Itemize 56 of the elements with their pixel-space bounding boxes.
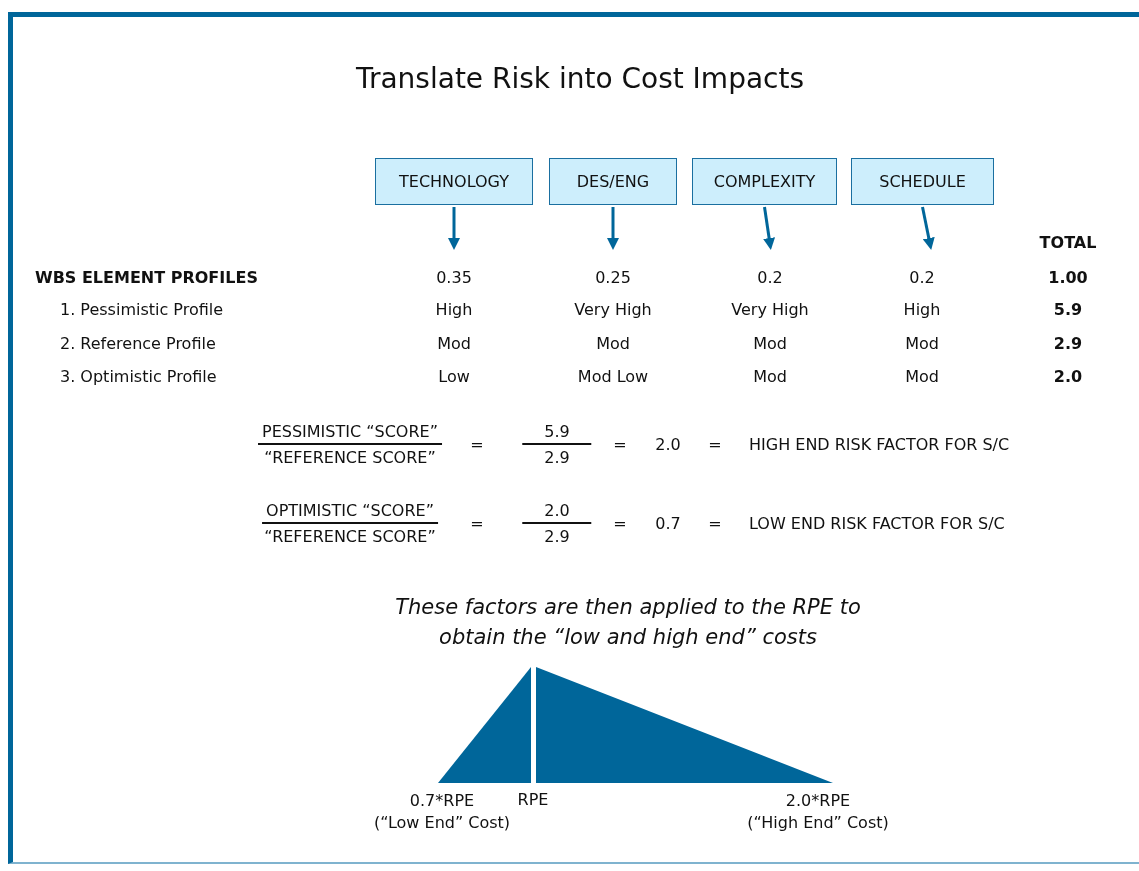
down-arrow (448, 207, 460, 250)
denominator: “REFERENCE SCORE” (264, 448, 436, 467)
category-box: SCHEDULE (851, 158, 994, 205)
total-value: 2.9 (1053, 334, 1083, 353)
result-text: LOW END RISK FACTOR FOR S/C (749, 514, 1005, 533)
table-cell: Very High (574, 300, 652, 319)
total-value: 5.9 (1053, 300, 1083, 319)
table-cell: High (903, 300, 941, 319)
table-cell: Mod (905, 367, 939, 386)
table-cell: Mod (753, 334, 787, 353)
equals-sign: = (708, 514, 722, 533)
category-box: TECHNOLOGY (375, 158, 533, 205)
equals-sign: = (613, 435, 627, 454)
axis-label: 0.7*RPE (“Low End” Cost) (373, 790, 511, 834)
note-text: These factors are then applied to the RPE to obtain the “low and high end” costs (394, 594, 862, 651)
numerator: 5.9 (522, 422, 592, 445)
slide-title: Translate Risk into Cost Impacts (355, 62, 805, 95)
table-cell: 0.25 (595, 268, 631, 287)
denominator: “REFERENCE SCORE” (264, 527, 436, 546)
table-cell: Very High (731, 300, 809, 319)
table-cell: High (435, 300, 473, 319)
factor-value: 0.7 (655, 514, 681, 533)
down-arrow (921, 206, 935, 250)
result-text: HIGH END RISK FACTOR FOR S/C (749, 435, 1010, 454)
table-cell: Mod (596, 334, 630, 353)
row-label: 1. Pessimistic Profile (60, 300, 224, 319)
table-cell: Mod (753, 367, 787, 386)
row-label: 2. Reference Profile (60, 334, 216, 353)
equals-sign: = (470, 514, 484, 533)
factor-value: 2.0 (655, 435, 681, 454)
down-arrow (763, 206, 776, 250)
table-cell: Mod (437, 334, 471, 353)
table-cell: 0.2 (757, 268, 783, 287)
axis-label: 2.0*RPE (“High End” Cost) (747, 790, 889, 834)
table-cell: Mod Low (577, 367, 649, 386)
equals-sign: = (708, 435, 722, 454)
table-cell: 0.35 (436, 268, 472, 287)
table-cell: Low (438, 367, 470, 386)
down-arrow (607, 207, 619, 250)
equals-sign: = (470, 435, 484, 454)
numerator: 2.0 (522, 501, 592, 524)
table-cell: 0.2 (909, 268, 935, 287)
category-box: DES/ENG (549, 158, 677, 205)
row-label: 3. Optimistic Profile (60, 367, 217, 386)
equals-sign: = (613, 514, 627, 533)
denominator: 2.9 (544, 527, 570, 546)
column-header: TOTAL (1039, 233, 1097, 252)
category-box: COMPLEXITY (692, 158, 837, 205)
numerator: PESSIMISTIC “SCORE” (258, 422, 442, 445)
row-header: WBS ELEMENT PROFILES (35, 268, 258, 287)
denominator: 2.9 (544, 448, 570, 467)
total-value: 2.0 (1053, 367, 1083, 386)
total-value: 1.00 (1048, 268, 1088, 287)
table-cell: Mod (905, 334, 939, 353)
numerator: OPTIMISTIC “SCORE” (262, 501, 438, 524)
axis-label: RPE (517, 790, 549, 809)
